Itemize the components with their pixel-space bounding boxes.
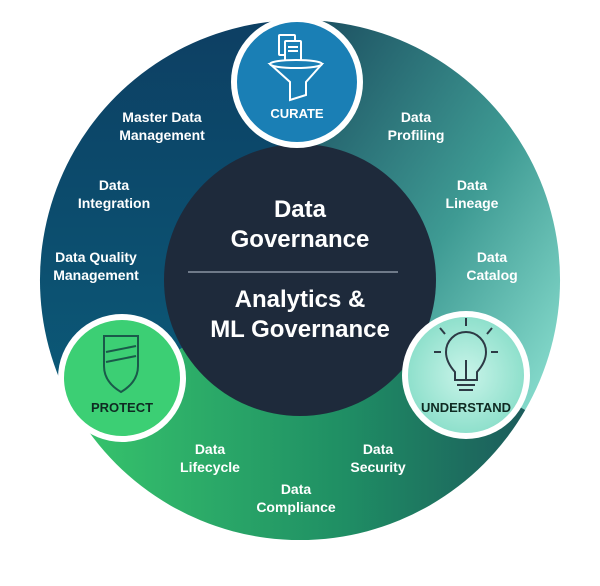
protect-label[interactable]: PROTECT (90, 400, 154, 415)
center-title-line-1: Data (273, 196, 327, 223)
understand-label[interactable]: UNDERSTAND (420, 400, 512, 415)
center-subtitle-line-2: ML Governance (210, 316, 390, 343)
center-title: Data Governance (231, 195, 370, 255)
funnel-document-icon (267, 34, 325, 102)
center-circle (164, 144, 436, 416)
shield-icon (103, 335, 139, 394)
curate-node[interactable] (231, 16, 363, 148)
protect-node[interactable] (58, 314, 186, 442)
center-subtitle-line-1: Analytics & (234, 286, 366, 313)
lightbulb-icon (434, 318, 498, 391)
understand-node[interactable] (402, 311, 530, 439)
curate-label[interactable]: CURATE (270, 106, 324, 121)
center-subtitle: Analytics & ML Governance (210, 285, 390, 345)
center-title-line-2: Governance (230, 226, 370, 253)
